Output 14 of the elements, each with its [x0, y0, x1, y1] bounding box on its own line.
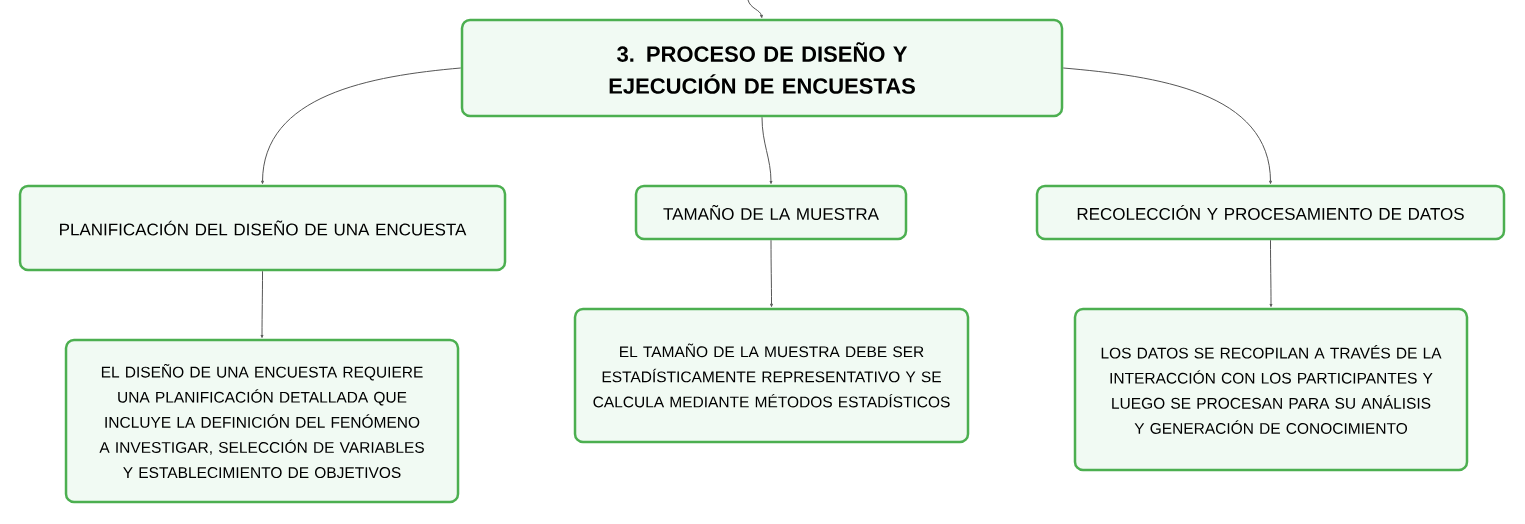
topic-box: 3. PROCESO DE DISEÑO Y EJECUCIÓN DE ENCUESTAS [460, 18, 1064, 118]
arrow [261, 67, 462, 184]
arrow [1269, 239, 1273, 308]
subtopic-box: PLANIFICACIÓN DEL DISEÑO DE UNA ENCUESTA [18, 184, 507, 272]
description-box: EL TAMAÑO DE LA MUESTRA DEBE SER ESTADÍSTICAMENTE REPRESENTATIVO Y SE CALCULA MEDIANTE MÉTODOS ESTADÍSTICOS [573, 307, 970, 444]
description-box: LOS DATOS SE RECOPILAN A TRAVÉS DE LA INTERACCIÓN CON LOS PARTICIPANTES Y LUEGO SE PROCESAN PARA SU ANÁLISIS Y GENERACIÓN DE CONOCIMIENTO [1073, 307, 1469, 472]
arrow [1062, 67, 1272, 184]
arrow [260, 270, 264, 339]
subtopic-box: TAMAÑO DE LA MUESTRA [634, 184, 908, 241]
arrow [747, 0, 763, 19]
arrow [770, 239, 773, 308]
description-box: EL DISEÑO DE UNA ENCUESTA REQUIERE UNA PLANIFICACIÓN DETALLADA QUE INCLUYE LA DEFINICIÓN DEL FENÓMENO A INVESTIGAR, SELECCIÓN DE VARIABLES Y ESTABLECIMIENTO DE OBJETIVOS [64, 338, 460, 504]
subtopic-box: RECOLECCIÓN Y PROCESAMIENTO DE DATOS [1035, 184, 1506, 241]
arrow [761, 116, 773, 184]
